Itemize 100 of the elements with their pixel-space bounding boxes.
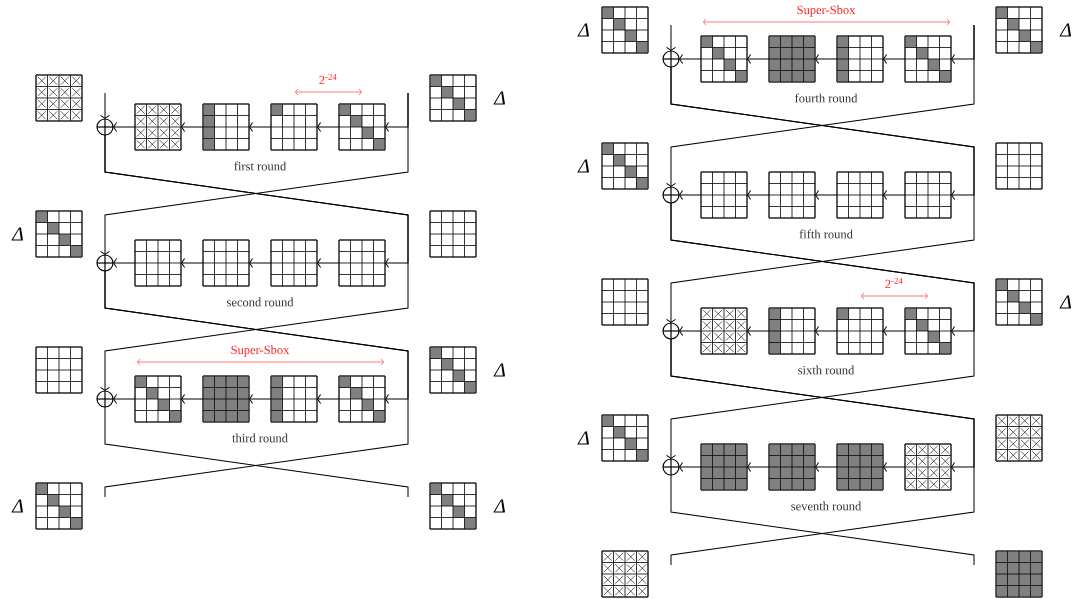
arrow	[181, 122, 204, 132]
state-grid	[35, 74, 83, 122]
arrow	[679, 462, 702, 472]
span-label: Super-Sbox	[797, 5, 856, 17]
delta-symbol: Δ	[1059, 23, 1071, 37]
xor-symbol	[96, 118, 114, 136]
arrow	[100, 134, 409, 391]
state-grid	[601, 550, 649, 598]
round-label: second round	[227, 297, 294, 307]
state-grid	[995, 142, 1043, 190]
arrow	[113, 122, 136, 132]
arrow	[679, 190, 702, 200]
arrow	[100, 92, 409, 255]
state-grid	[338, 239, 386, 287]
arrow	[679, 326, 702, 336]
state-grid	[700, 307, 748, 355]
xor-symbol	[662, 458, 680, 476]
delta-symbol: Δ	[493, 91, 505, 105]
state-grid	[700, 443, 748, 491]
delta-symbol: Δ	[11, 227, 23, 241]
arrow	[249, 258, 272, 268]
delta-symbol: Δ	[577, 431, 589, 445]
span-label: 2$^{-24}$	[885, 277, 903, 289]
state-grid	[904, 443, 952, 491]
arrow	[249, 122, 272, 132]
state-grid	[202, 103, 250, 151]
state-grid	[338, 375, 386, 423]
state-grid	[429, 210, 477, 258]
state-grid	[35, 346, 83, 394]
round-label: third round	[232, 433, 288, 443]
arrow	[747, 190, 770, 200]
xor-symbol	[662, 322, 680, 340]
round-label: seventh round	[791, 501, 862, 511]
state-grid	[601, 414, 649, 462]
state-grid	[601, 142, 649, 190]
arrow	[883, 54, 906, 64]
arrow	[249, 394, 272, 404]
arrow	[883, 326, 906, 336]
arrow	[666, 24, 975, 187]
state-grid	[768, 35, 816, 83]
xor-symbol	[662, 50, 680, 68]
delta-symbol: Δ	[11, 499, 23, 513]
state-grid	[768, 307, 816, 355]
state-grid	[995, 550, 1043, 598]
arrow	[666, 66, 975, 323]
state-grid	[134, 103, 182, 151]
xor-symbol	[96, 390, 114, 408]
delta-symbol: Δ	[577, 159, 589, 173]
xor-symbol	[662, 186, 680, 204]
delta-symbol: Δ	[577, 23, 589, 37]
arrow	[815, 54, 838, 64]
arrow	[747, 54, 770, 64]
round-label: first round	[234, 161, 287, 171]
arrow	[815, 190, 838, 200]
delta-symbol: Δ	[1059, 295, 1071, 309]
arrow	[317, 122, 340, 132]
delta-symbol: Δ	[493, 363, 505, 377]
state-grid	[134, 239, 182, 287]
state-grid	[35, 482, 83, 530]
arrow	[113, 258, 136, 268]
state-grid	[836, 307, 884, 355]
arrow	[666, 24, 676, 51]
state-grid	[270, 239, 318, 287]
span-label: Super-Sbox	[231, 345, 290, 357]
state-grid	[202, 239, 250, 287]
arrow	[883, 190, 906, 200]
state-grid	[904, 171, 952, 219]
span-label: 2$^{-24}$	[319, 73, 337, 85]
arrow	[815, 462, 838, 472]
state-grid	[836, 443, 884, 491]
state-grid	[700, 35, 748, 83]
state-grid	[601, 6, 649, 54]
state-grid	[995, 414, 1043, 462]
state-grid	[836, 35, 884, 83]
round-label: fifth round	[799, 229, 853, 239]
state-grid	[904, 307, 952, 355]
arrow	[815, 326, 838, 336]
state-grid	[429, 482, 477, 530]
state-grid	[768, 443, 816, 491]
state-grid	[995, 6, 1043, 54]
state-grid	[270, 375, 318, 423]
state-grid	[995, 278, 1043, 326]
arrow	[100, 92, 110, 119]
arrow	[883, 462, 906, 472]
state-grid	[429, 74, 477, 122]
delta-symbol: Δ	[493, 499, 505, 513]
arrow	[679, 54, 702, 64]
state-grid	[601, 278, 649, 326]
round-label: fourth round	[795, 93, 858, 103]
state-grid	[836, 171, 884, 219]
state-grid	[134, 375, 182, 423]
state-grid	[768, 171, 816, 219]
arrow	[317, 394, 340, 404]
state-grid	[904, 35, 952, 83]
arrow	[317, 258, 340, 268]
xor-symbol	[96, 254, 114, 272]
arrow	[113, 394, 136, 404]
arrow	[181, 258, 204, 268]
state-grid	[202, 375, 250, 423]
state-grid	[429, 346, 477, 394]
